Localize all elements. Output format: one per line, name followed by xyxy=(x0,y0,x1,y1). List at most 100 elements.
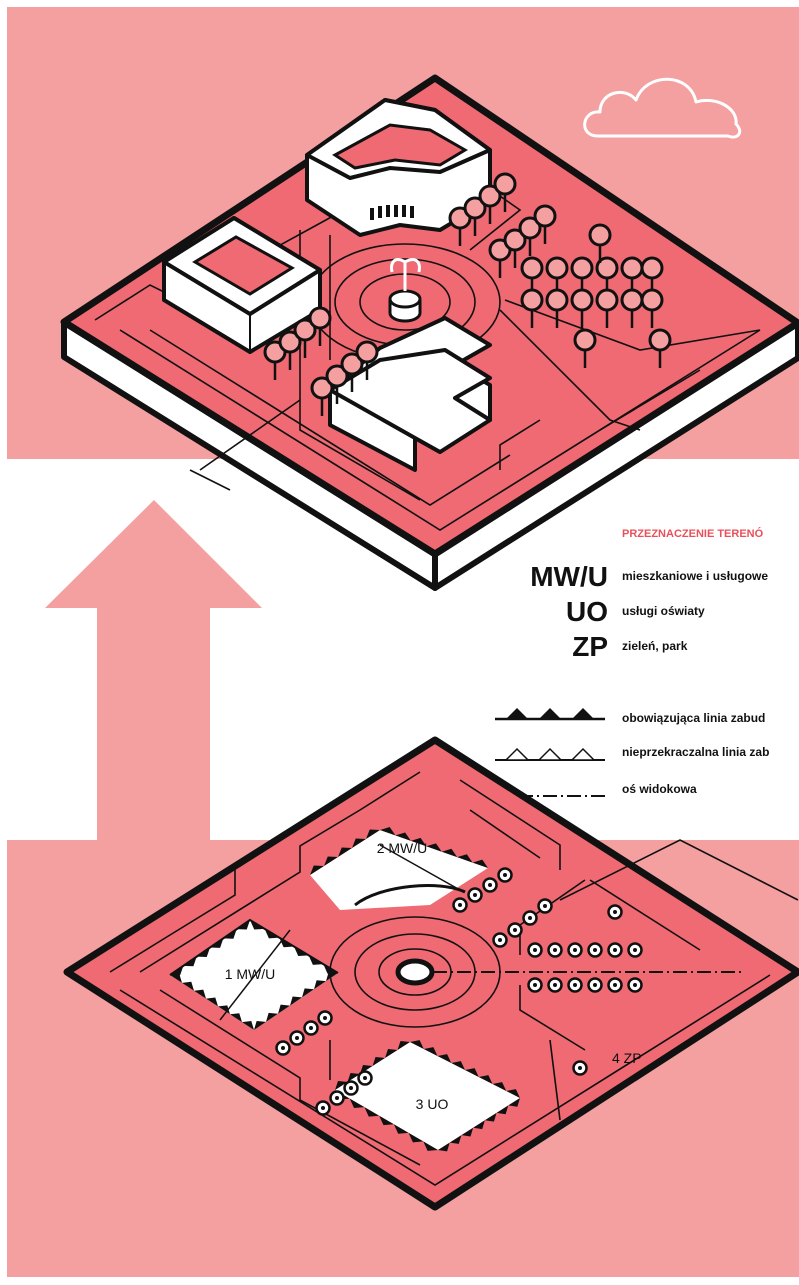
tree-symbols xyxy=(275,867,643,1116)
building-line-marker xyxy=(210,938,224,948)
tree-icon xyxy=(289,1030,305,1046)
plot-label-2: 2 MW/U xyxy=(377,840,428,856)
tree-icon xyxy=(317,1010,333,1026)
building-bottom xyxy=(328,316,492,472)
tree-icon xyxy=(587,942,603,958)
building-line-marker xyxy=(508,1098,520,1107)
building-line-marker xyxy=(364,1107,380,1117)
building-line-marker xyxy=(230,1013,242,1023)
zone-code-mwu: MW/U xyxy=(530,561,608,592)
building-line-marker xyxy=(451,1061,465,1070)
building-line-marker xyxy=(426,843,442,852)
tree-icon xyxy=(607,977,623,993)
tree-icon xyxy=(308,306,332,346)
building-line-marker xyxy=(472,859,488,868)
building-line-marker xyxy=(326,972,338,982)
building-line-marker xyxy=(437,1054,452,1063)
building-line-marker xyxy=(254,1020,266,1030)
building-line-marker xyxy=(294,946,309,957)
building-line-marker xyxy=(492,1082,507,1091)
open-triangle-line-symbol xyxy=(495,747,605,761)
building-line-marker xyxy=(465,1068,479,1077)
building-left xyxy=(162,216,322,354)
zone-label-uo: usługi oświaty xyxy=(622,604,705,618)
building-line-marker xyxy=(423,1141,438,1151)
tree-icon xyxy=(497,867,513,883)
tree-icon xyxy=(293,318,317,358)
tree-icon xyxy=(527,942,543,958)
slab-top xyxy=(60,74,799,558)
tree-icon xyxy=(325,364,349,404)
building-line-marker xyxy=(349,1098,365,1109)
tree-icon xyxy=(640,288,664,328)
tree-icon xyxy=(627,942,643,958)
building-line-marker xyxy=(324,856,338,866)
building-line-marker xyxy=(250,920,265,930)
building-line-marker xyxy=(183,956,197,967)
line-label-axis: oś widokowa xyxy=(622,782,697,796)
tree-icon xyxy=(329,1090,345,1106)
tree-icon xyxy=(463,196,487,236)
building-line-marker xyxy=(496,1105,509,1115)
building-line-marker xyxy=(290,996,302,1006)
building-line-marker xyxy=(182,981,194,991)
plot-label-4: 4 ZP xyxy=(612,1050,642,1066)
tree-icon xyxy=(493,172,517,212)
zone-code-uo: UO xyxy=(566,596,608,627)
building-line-marker xyxy=(314,980,326,990)
tree-icon xyxy=(627,977,643,993)
building-line-marker xyxy=(278,1004,290,1014)
building-line-marker xyxy=(352,838,366,848)
building-line-marker xyxy=(302,988,314,998)
building-line-marker xyxy=(473,1120,485,1130)
tree-icon xyxy=(547,942,563,958)
site-plan: 1 MW/U 2 MW/U 3 UO 4 ZP xyxy=(63,736,799,1211)
tree-icon xyxy=(467,887,483,903)
tree-icon xyxy=(527,977,543,993)
tree-icon xyxy=(588,223,612,263)
tree-icon xyxy=(520,288,544,328)
line-label-nonexceed: nieprzekraczalna linia zab xyxy=(622,745,769,759)
building-line-marker xyxy=(218,1005,230,1015)
tree-icon xyxy=(482,877,498,893)
building-line-marker xyxy=(264,928,280,939)
building-line-marker xyxy=(170,973,182,983)
building-line-marker xyxy=(441,848,458,858)
building-line-marker xyxy=(506,1089,520,1098)
plan-roads xyxy=(109,771,799,1186)
building-line-marker xyxy=(397,1040,410,1050)
tree-icon xyxy=(343,1080,359,1096)
tree-icon xyxy=(315,1100,331,1116)
building-top xyxy=(305,98,492,237)
tree-icon xyxy=(607,942,623,958)
building-line-marker xyxy=(408,1132,424,1143)
building-line-marker xyxy=(223,929,237,939)
tree-icon xyxy=(545,288,569,328)
building-line-marker xyxy=(457,854,473,863)
tree-icon xyxy=(275,1040,291,1056)
cloud-icon xyxy=(583,77,742,139)
plot-3 xyxy=(335,1042,520,1150)
tree-icon xyxy=(340,352,364,392)
building-line-marker xyxy=(478,1075,493,1084)
tree-icon xyxy=(607,904,623,920)
building-line-marker xyxy=(242,1021,254,1030)
tree-icon xyxy=(310,376,334,416)
tree-icon xyxy=(648,328,672,368)
building-line-marker xyxy=(338,847,352,857)
building-line-marker xyxy=(308,955,324,965)
isometric-model xyxy=(60,74,799,591)
fountain-icon xyxy=(388,258,422,323)
plot-2 xyxy=(310,830,488,910)
building-line-marker xyxy=(395,832,411,841)
zone-label-zp: zieleń, park xyxy=(622,639,688,653)
building-line-marker xyxy=(380,827,396,836)
building-line-marker xyxy=(335,1080,348,1090)
building-line-marker xyxy=(449,1135,462,1144)
tree-icon xyxy=(278,330,302,370)
tree-icon xyxy=(263,340,287,380)
tree-icon xyxy=(518,216,542,256)
tree-group xyxy=(263,172,672,416)
building-line-marker xyxy=(410,1040,424,1049)
